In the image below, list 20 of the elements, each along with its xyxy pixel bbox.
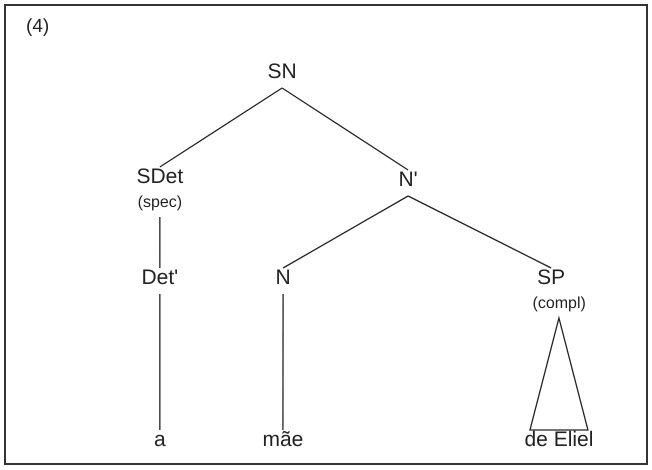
tree-branch — [408, 195, 552, 269]
category-label: SDet — [136, 165, 184, 189]
tree-branch — [159, 217, 160, 268]
tree-branch — [159, 294, 160, 430]
tree-branch — [282, 195, 408, 269]
example-number: (4) — [26, 16, 50, 38]
tree-branch — [282, 87, 408, 171]
category-label: de Eliel — [524, 428, 594, 452]
category-label: a — [154, 428, 166, 452]
node-annotation: (spec) — [138, 193, 182, 213]
category-label: mãe — [262, 428, 304, 452]
category-label: SP — [537, 266, 566, 290]
node-annotation: (compl) — [532, 294, 586, 314]
category-label: N — [276, 266, 291, 290]
category-label: N' — [398, 168, 418, 192]
category-label: Det' — [142, 266, 178, 290]
constituent-triangle — [529, 315, 589, 431]
category-label: SN — [268, 60, 297, 84]
tree-branch — [160, 87, 282, 168]
tree-branch — [282, 294, 284, 430]
